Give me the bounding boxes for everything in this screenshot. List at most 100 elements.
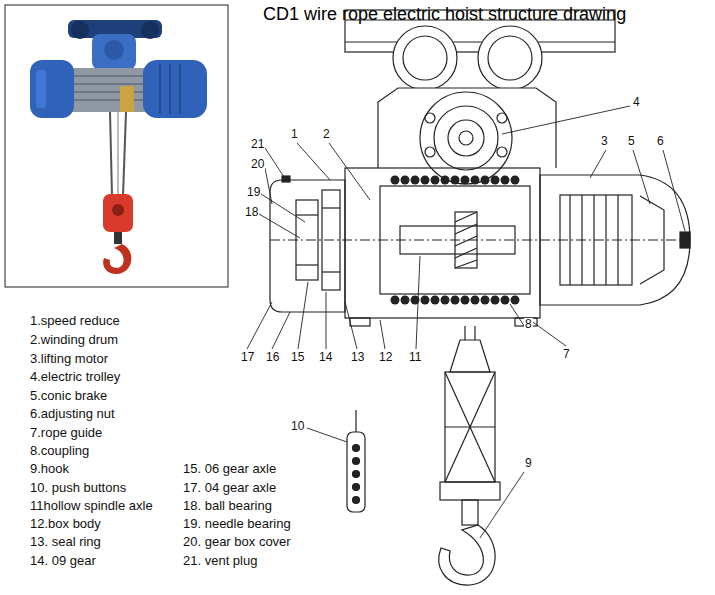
photo-inset	[70, 75, 146, 77]
push-button-pendant	[355, 410, 356, 432]
photo-inset	[36, 70, 46, 108]
leader-line	[380, 320, 385, 349]
photo-inset	[103, 244, 131, 274]
hoist-body	[593, 195, 594, 285]
callout-holder: 12	[378, 351, 393, 365]
rope-coils	[501, 176, 510, 185]
callout-holder: 1	[290, 128, 299, 142]
parts-list-holder: 9.hook	[30, 462, 69, 477]
leader-line	[265, 168, 272, 204]
photo-inset	[70, 99, 146, 101]
parts-list-holder: 11hollow spindle axle	[30, 499, 153, 514]
callout-number: 8	[524, 318, 533, 332]
leader-line	[345, 302, 357, 349]
hoist-body	[455, 236, 477, 246]
electric-trolley	[448, 120, 484, 156]
callout-number: 4	[632, 96, 641, 110]
hoist-body	[322, 207, 340, 208]
callout-holder: 10	[290, 420, 305, 434]
hoist-body	[270, 180, 345, 312]
push-button-pendant	[347, 410, 365, 512]
rope-coils	[421, 176, 430, 185]
hoist-body	[540, 175, 690, 305]
callout-number: 17	[240, 351, 255, 365]
callout-number: 2	[322, 128, 331, 142]
hoist-body	[296, 214, 318, 215]
rope-coils	[481, 296, 490, 305]
hoist-body	[455, 212, 477, 222]
parts-list-holder: 13. seal ring	[30, 535, 101, 550]
parts-list-holder: 14. 09 gear	[30, 554, 96, 569]
leader-line	[590, 150, 606, 178]
parts-list-item: 20. gear box cover	[183, 535, 291, 550]
hook-assembly	[450, 340, 490, 372]
parts-list-holder: 19. needle bearing	[183, 517, 291, 532]
photo-inset	[70, 83, 146, 85]
callout-number: 1	[290, 128, 299, 142]
callout-holder: 11	[408, 351, 422, 365]
hoist-body	[569, 195, 570, 285]
hook-assembly	[439, 326, 500, 585]
parts-list-item: 4.electric trolley	[30, 370, 120, 385]
leader-line	[259, 214, 300, 238]
callout-number: 15	[290, 351, 305, 365]
push-button-pendant	[353, 458, 360, 465]
callout-number: 3	[600, 135, 609, 149]
leader-line	[265, 148, 284, 177]
callout-holder: 17	[240, 351, 255, 365]
callout-holder: 2	[322, 128, 331, 142]
callout-number: 20	[250, 158, 265, 172]
photo-inset	[5, 5, 228, 287]
callout-holder: 16	[265, 351, 280, 365]
parts-list-holder: 1.speed reduce	[30, 314, 120, 329]
electric-trolley	[425, 113, 435, 123]
hoist-body	[455, 248, 477, 258]
hoist-body	[282, 176, 290, 182]
callout-number: 9	[524, 457, 533, 471]
rope-coils	[501, 296, 510, 305]
rope-coils	[421, 296, 430, 305]
parts-list-item: 9.hook	[30, 462, 69, 477]
leader-line	[329, 143, 370, 200]
title-holder: CD1 wire rope electric hoist structure d…	[263, 4, 626, 25]
parts-list-item: 18. ball bearing	[183, 499, 272, 514]
rope-coils	[391, 296, 400, 305]
rope-coils	[451, 176, 460, 185]
photo-inset	[169, 64, 171, 114]
hook-assembly	[445, 372, 495, 482]
electric-trolley	[478, 26, 542, 90]
electric-trolley	[420, 92, 512, 184]
photo-inset	[71, 21, 89, 39]
leader-line	[633, 150, 650, 204]
hoist-body	[640, 196, 664, 284]
photo-inset	[179, 64, 181, 114]
rope-coils	[491, 176, 500, 185]
rope-coils	[511, 296, 520, 305]
rope-coils	[491, 296, 500, 305]
rope-coils	[441, 296, 450, 305]
rope-coils	[461, 176, 470, 185]
hoist-body	[350, 318, 370, 326]
hoist-body	[455, 224, 477, 234]
photo-inset	[120, 86, 134, 112]
parts-list-item: 8.coupling	[30, 444, 89, 459]
parts-list-holder: 5.conic brake	[30, 389, 107, 404]
parts-list-holder: 6.adjusting nut	[30, 407, 115, 422]
parts-list-item: 2.winding drum	[30, 333, 118, 348]
leader-line	[502, 106, 630, 134]
photo-inset	[123, 112, 126, 196]
callout-number: 16	[265, 351, 280, 365]
electric-trolley	[425, 147, 435, 157]
rope-coils	[431, 296, 440, 305]
hook-assembly	[445, 372, 495, 482]
rope-coils	[461, 296, 470, 305]
hook-assembly	[445, 372, 495, 482]
parts-list-item: 5.conic brake	[30, 389, 107, 404]
electric-trolley	[459, 131, 473, 145]
photo-inset	[103, 194, 133, 232]
rope-coils	[401, 296, 410, 305]
callout-holder: 8	[524, 318, 533, 332]
rope-coils	[411, 176, 420, 185]
electric-trolley	[345, 41, 615, 42]
